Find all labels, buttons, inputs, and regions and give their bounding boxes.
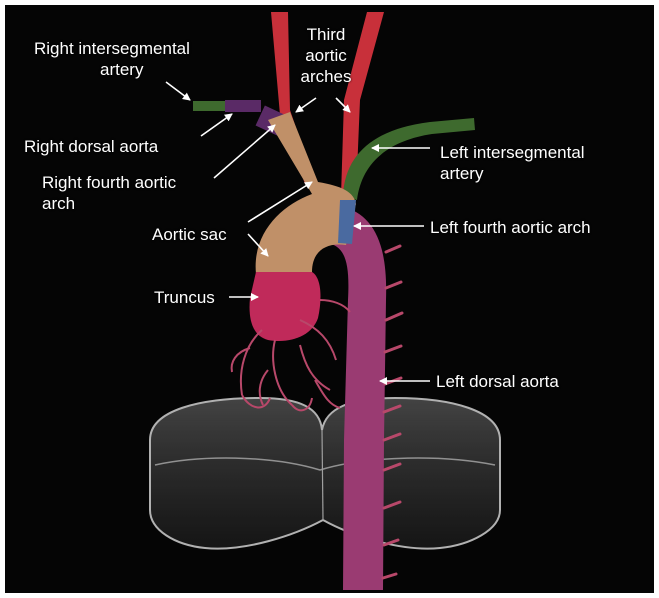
label-third-line1: Third: [307, 25, 346, 44]
label-right-intersegmental-artery: Right intersegmental artery: [34, 38, 190, 80]
label-third-aortic-arches: Third aortic arches: [296, 24, 356, 87]
label-left-intersegmental-artery: Left intersegmental artery: [440, 142, 585, 184]
right-dorsal-aorta-vessel: [225, 100, 261, 112]
label-right-intersegmental-artery-line1: Right intersegmental: [34, 39, 190, 58]
label-right-fourth-line2: arch: [42, 194, 75, 213]
label-left-intersegmental-line2: artery: [440, 164, 483, 183]
label-left-fourth-aortic-arch: Left fourth aortic arch: [430, 217, 591, 238]
label-left-dorsal-aorta: Left dorsal aorta: [436, 371, 559, 392]
label-left-intersegmental-line1: Left intersegmental: [440, 143, 585, 162]
label-right-fourth-aortic-arch: Right fourth aortic arch: [42, 172, 176, 214]
label-truncus: Truncus: [154, 287, 215, 308]
label-right-intersegmental-artery-line2: artery: [34, 60, 143, 79]
label-right-dorsal-aorta: Right dorsal aorta: [24, 136, 158, 157]
label-aortic-sac: Aortic sac: [152, 224, 227, 245]
label-right-fourth-line1: Right fourth aortic: [42, 173, 176, 192]
right-intersegmental-artery-vessel: [193, 101, 227, 111]
label-third-line2: aortic: [305, 46, 347, 65]
label-third-line3: arches: [300, 67, 351, 86]
